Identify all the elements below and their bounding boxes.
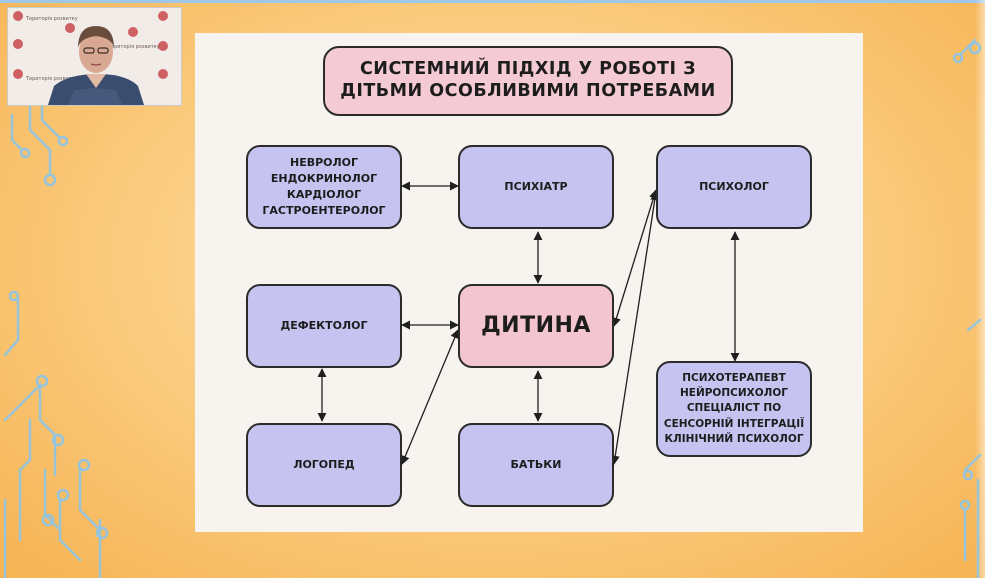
arrow-psychologist-parents — [610, 191, 660, 465]
webcam-backdrop-text-1: Територія розвитку — [25, 16, 78, 22]
webcam-video[interactable]: Територія розвитку Територія розвитку Те… — [7, 7, 182, 106]
slide-title: СИСТЕМНИЙ ПІДХІД У РОБОТІ З ДІТЬМИ ОСОБЛ… — [323, 46, 733, 116]
presentation-slide: СИСТЕМНИЙ ПІДХІД У РОБОТІ З ДІТЬМИ ОСОБЛ… — [195, 33, 863, 532]
node-specialists-line-3: СПЕЦІАЛІСТ ПО — [686, 402, 782, 415]
webcam-backdrop-text-3: Територія розвитку — [25, 76, 78, 82]
node-child: ДИТИНА — [458, 284, 614, 368]
node-medical-line-4: ГАСТРОЕНТЕРОЛОГ — [262, 203, 386, 217]
node-speech-therapist-label: ЛОГОПЕД — [293, 458, 355, 472]
webcam-backdrop-text-2: Територія розвитку — [107, 44, 160, 50]
node-specialists-line-1: ПСИХОТЕРАПЕВТ — [682, 371, 786, 384]
node-child-label: ДИТИНА — [481, 313, 591, 339]
top-border — [0, 0, 985, 3]
node-specialists: ПСИХОТЕРАПЕВТ НЕЙРОПСИХОЛОГ СПЕЦІАЛІСТ П… — [656, 361, 812, 457]
node-medical-doctors: НЕВРОЛОГ ЕНДОКРИНОЛОГ КАРДІОЛОГ ГАСТРОЕН… — [246, 145, 402, 229]
presenter-image: Територія розвитку Територія розвитку Те… — [8, 8, 181, 105]
node-specialists-line-4: СЕНСОРНІЙ ІНТЕГРАЦІЇ — [663, 417, 805, 430]
node-defectologist-label: ДЕФЕКТОЛОГ — [280, 319, 368, 333]
diagram-connections — [317, 181, 740, 465]
arrow-speech-child — [400, 329, 460, 465]
node-psychiatrist-label: ПСИХІАТР — [504, 180, 568, 194]
node-medical-line-1: НЕВРОЛОГ — [289, 156, 358, 170]
node-psychologist-label: ПСИХОЛОГ — [699, 180, 769, 194]
node-parents: БАТЬКИ — [458, 423, 614, 507]
node-speech-therapist: ЛОГОПЕД — [246, 423, 402, 507]
slide-title-line-1: СИСТЕМНИЙ ПІДХІД У РОБОТІ З — [359, 59, 697, 80]
node-psychiatrist: ПСИХІАТР — [458, 145, 614, 229]
node-medical-line-3: КАРДІОЛОГ — [286, 188, 362, 201]
node-specialists-line-5: КЛІНІЧНИЙ ПСИХОЛОГ — [664, 432, 804, 445]
node-psychologist: ПСИХОЛОГ — [656, 145, 812, 229]
node-parents-label: БАТЬКИ — [510, 458, 562, 472]
arrow-psychologist-child — [612, 189, 658, 327]
node-defectologist: ДЕФЕКТОЛОГ — [246, 284, 402, 368]
right-edge — [975, 0, 985, 578]
node-medical-line-2: ЕНДОКРИНОЛОГ — [270, 172, 378, 186]
slide-title-line-2: ДІТЬМИ ОСОБЛИВИМИ ПОТРЕБАМИ — [340, 81, 716, 101]
node-specialists-line-2: НЕЙРОПСИХОЛОГ — [679, 387, 788, 400]
